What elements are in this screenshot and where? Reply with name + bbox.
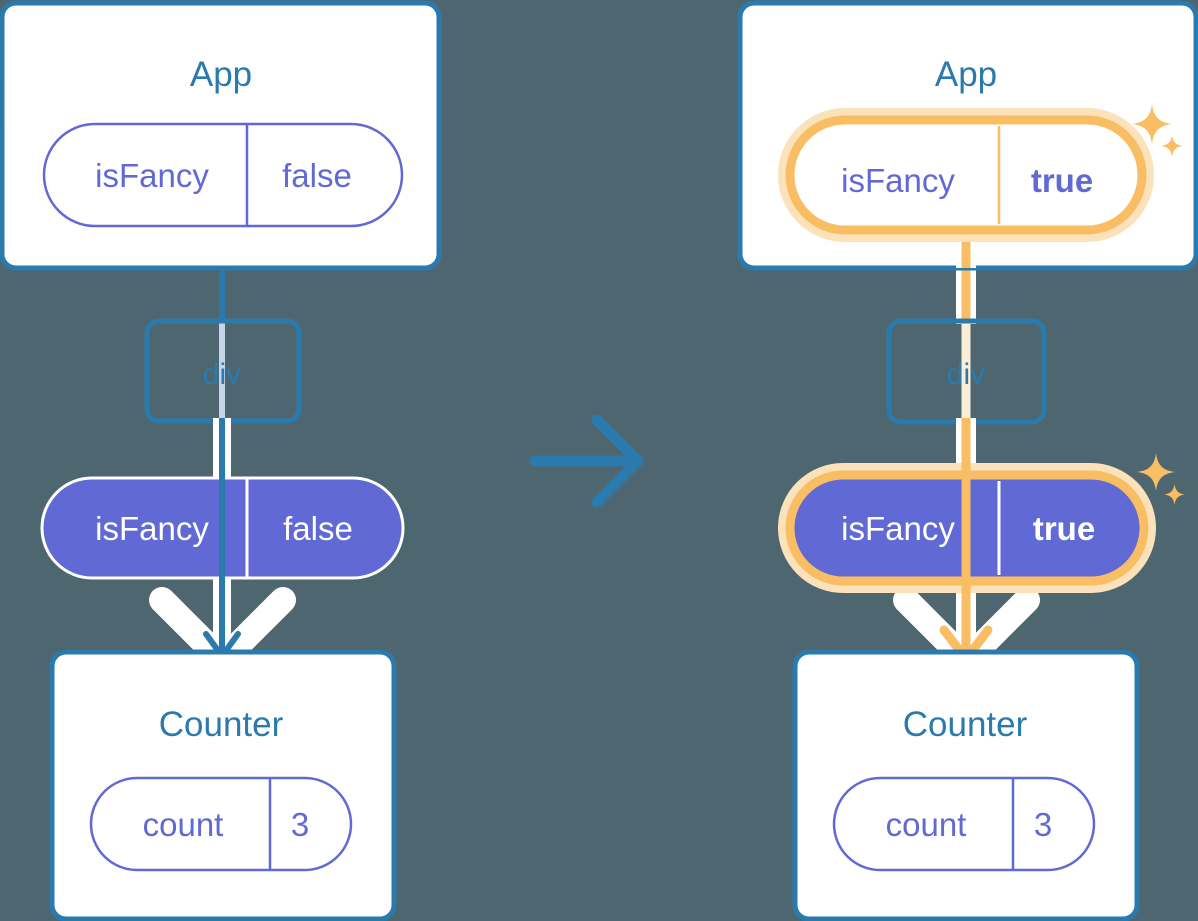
sparkle-small-mid-icon: [1164, 484, 1185, 505]
app-state-pill-left-key: isFancy: [95, 157, 209, 194]
counter-state-pill-left-frame: [89, 776, 353, 872]
right-diagram: App isFancy true: [737, 0, 1198, 921]
app-state-pill-right-value: true: [1031, 162, 1093, 199]
app-state-pill-left: isFancy false: [42, 122, 404, 228]
props-flow-wings-left: [149, 587, 296, 668]
counter-box-left-title: Counter: [159, 705, 284, 744]
counter-state-pill-right-value: 3: [1034, 806, 1052, 843]
counter-state-pill-right-frame: [832, 776, 1096, 872]
counter-state-pill-left-key: count: [143, 806, 224, 843]
sparkle-large-mid-icon: [1137, 453, 1175, 491]
div-node-right-label: div: [947, 358, 985, 391]
app-state-pill-left-value: false: [282, 157, 352, 194]
app-state-pill-left-frame: [42, 122, 404, 228]
counter-box-right-title: Counter: [903, 705, 1028, 744]
app-state-pill-right-frame: [785, 115, 1147, 235]
app-state-pill-right-key: isFancy: [841, 162, 955, 199]
props-pill-right-value: true: [1033, 510, 1095, 547]
app-box-right-title: App: [935, 55, 997, 94]
props-pill-right-key: isFancy: [841, 510, 955, 547]
counter-state-pill-right-key: count: [886, 806, 967, 843]
props-pill-left-value: false: [283, 510, 353, 547]
app-box-left: App isFancy false: [0, 0, 442, 271]
transition-arrow-right-icon: [529, 414, 644, 508]
left-diagram: App isFancy false div: [0, 0, 442, 921]
counter-state-pill-left: count 3: [89, 776, 353, 872]
div-node-left: div: [144, 318, 302, 424]
app-state-pill-right: isFancy true: [778, 108, 1154, 242]
div-node-left-label: div: [203, 358, 241, 391]
props-pill-left-key: isFancy: [95, 510, 209, 547]
app-box-right: App isFancy true: [737, 0, 1198, 271]
app-box-left-title: App: [190, 55, 252, 94]
counter-box-left: Counter count 3: [49, 649, 397, 921]
div-node-right: div: [886, 318, 1047, 425]
counter-state-pill-right: count 3: [832, 776, 1096, 872]
counter-box-right: Counter count 3: [792, 649, 1140, 921]
counter-state-pill-left-value: 3: [291, 806, 309, 843]
